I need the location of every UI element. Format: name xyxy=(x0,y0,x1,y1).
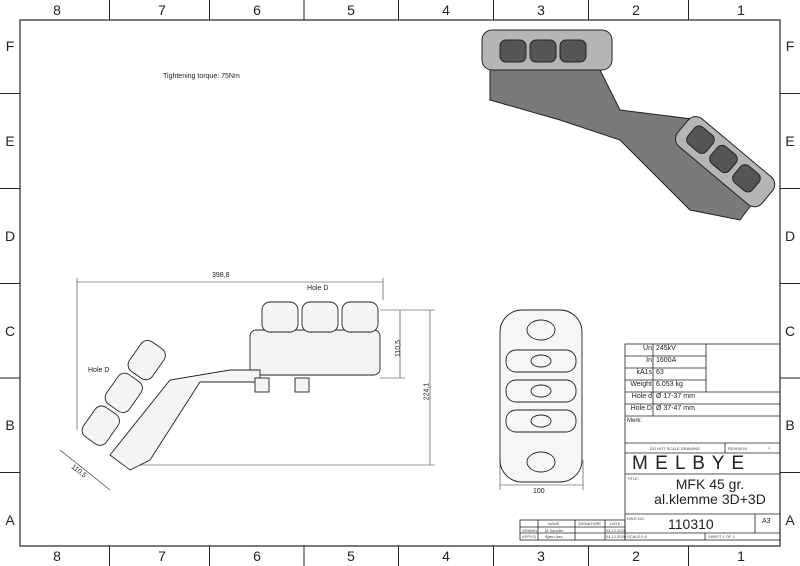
right-zone-F: F xyxy=(785,38,795,54)
bottom-zone-7: 7 xyxy=(158,548,166,564)
left-zone-D: D xyxy=(4,228,16,244)
spec-value: 6.053 kg xyxy=(656,381,683,388)
left-zone-E: E xyxy=(5,133,15,149)
right-zone-D: D xyxy=(784,228,796,244)
top-zone-3: 3 xyxy=(537,2,545,18)
scale: SCALE:1:5 xyxy=(627,534,647,539)
isometric-view-part xyxy=(481,29,776,221)
title-block-lines xyxy=(519,343,781,541)
do-not-scale: DO NOT SCALE DRAWING xyxy=(650,446,701,451)
approved-date: 04.12.2020 xyxy=(606,534,627,539)
spec-label: Hole D xyxy=(630,405,652,412)
top-zone-4: 4 xyxy=(442,2,450,18)
drawn-date: 04.12.2020 xyxy=(606,528,627,533)
spec-value: Ø 37-47 mm xyxy=(656,405,695,412)
spec-label: In xyxy=(646,357,652,364)
spec-value: 245kV xyxy=(656,345,676,352)
spec-label: Un xyxy=(643,345,652,352)
title-line-1: MFK 45 gr. xyxy=(675,476,745,492)
bottom-zone-6: 6 xyxy=(253,548,261,564)
sheet-number: SHEET 1 OF 1 xyxy=(708,534,735,539)
dwg-number: 110310 xyxy=(668,516,714,532)
spec-label: Weight xyxy=(630,381,652,388)
header-signature: SIGNATURE xyxy=(578,521,602,526)
drawn-name: M.Sandler xyxy=(545,528,564,533)
bottom-zone-3: 3 xyxy=(537,548,545,564)
left-zone-B: B xyxy=(5,417,15,433)
spec-label: Hole d xyxy=(631,393,652,400)
top-zone-5: 5 xyxy=(347,2,355,18)
top-zone-6: 6 xyxy=(253,2,261,18)
dim-height-upper: 110,5 xyxy=(395,340,402,357)
spec-label: kA1s xyxy=(636,369,652,376)
spec-value: 63 xyxy=(656,369,664,376)
sheet-size: A3 xyxy=(762,518,771,525)
bottom-zone-2: 2 xyxy=(632,548,640,564)
bottom-zone-1: 1 xyxy=(737,548,745,564)
left-zone-C: C xyxy=(4,323,16,339)
hole-d-label-left: Hole D xyxy=(88,367,110,374)
revision-label: REVISION xyxy=(728,446,748,451)
hole-d-label-upper: Hole D xyxy=(307,285,329,292)
merk-label: Merk: xyxy=(627,418,642,424)
top-zone-2: 2 xyxy=(632,2,640,18)
side-view-part xyxy=(81,301,381,471)
company-name: M E L B Y E xyxy=(632,453,746,474)
right-zone-E: E xyxy=(785,133,795,149)
dim-height-total: 224,1 xyxy=(423,382,431,401)
front-view-part xyxy=(499,309,583,483)
revision: 1 xyxy=(768,445,771,450)
right-zone-C: C xyxy=(784,323,796,339)
bottom-zone-5: 5 xyxy=(347,548,355,564)
header-name: NAME xyxy=(548,521,560,526)
title-label: TITLE: xyxy=(627,476,640,481)
dimension-lines xyxy=(59,278,584,491)
top-zone-7: 7 xyxy=(158,2,166,18)
drawing-title: MFK 45 gr.al.klemme 3D+3D xyxy=(650,477,770,507)
title-line-2: al.klemme 3D+3D xyxy=(654,491,766,507)
dim-front-width: 100 xyxy=(533,488,545,495)
right-zone-B: B xyxy=(785,417,795,433)
header-date: DATE xyxy=(610,521,621,526)
top-zone-1: 1 xyxy=(737,2,745,18)
left-zone-A: A xyxy=(5,512,15,528)
top-zone-8: 8 xyxy=(53,2,61,18)
right-zone-A: A xyxy=(785,512,795,528)
spec-value: 1600A xyxy=(656,357,677,364)
drawn-role: DRAWN xyxy=(522,528,537,533)
spec-value: Ø 17-37 mm xyxy=(656,393,695,400)
approved-role: APPV'D xyxy=(522,534,537,539)
bottom-zone-8: 8 xyxy=(53,548,61,564)
torque-note: Tightening torque: 75Nm xyxy=(163,73,240,80)
dwg-label: DWG NO. xyxy=(627,516,645,521)
bottom-zone-4: 4 xyxy=(442,548,450,564)
approved-name: Bjørn Aas xyxy=(545,534,563,539)
left-zone-F: F xyxy=(5,38,15,54)
dim-width: 398,8 xyxy=(212,272,230,279)
